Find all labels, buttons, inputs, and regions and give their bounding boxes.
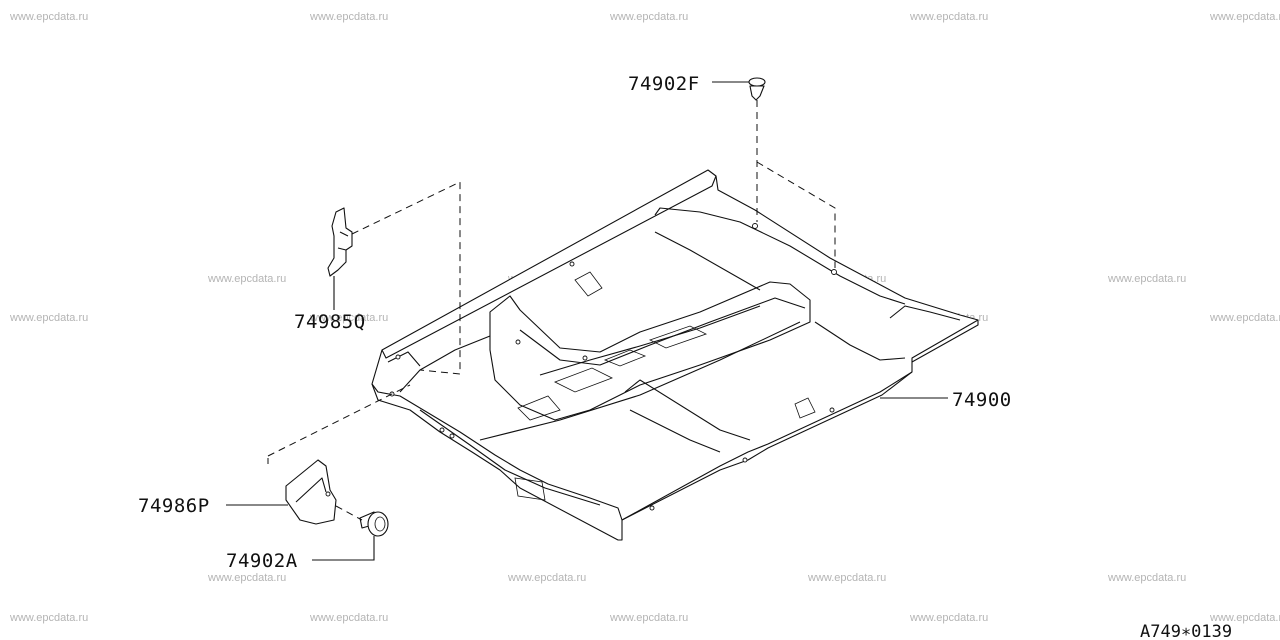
leader-74902A <box>312 536 375 561</box>
watermark: www.epcdata.ru <box>1209 312 1280 324</box>
carpet-tab-2 <box>794 397 816 419</box>
dash-74986P <box>267 384 411 464</box>
label-74985Q[interactable]: 74985Q <box>294 311 366 333</box>
carpet-hole <box>649 505 655 511</box>
clip-head <box>748 77 766 87</box>
carpet-hole <box>582 355 588 361</box>
bracket-body <box>327 207 353 277</box>
diagram-code: A749∗0139 <box>1140 622 1232 640</box>
clip-stem <box>749 85 765 101</box>
tunnel-pad-2 <box>603 349 647 367</box>
trim-body <box>285 459 337 525</box>
trim-74986P[interactable] <box>285 459 337 525</box>
leader-lines <box>226 81 948 561</box>
carpet-hole <box>569 261 575 267</box>
front-floor-side <box>629 409 721 453</box>
watermark: www.epcdata.ru <box>507 572 586 584</box>
trim-hole <box>325 491 331 497</box>
watermark: www.epcdata.ru <box>309 612 388 624</box>
watermark: www.epcdata.ru <box>309 11 388 23</box>
watermark: www.epcdata.ru <box>1107 572 1186 584</box>
label-74900[interactable]: 74900 <box>952 389 1012 411</box>
assembly-lines <box>267 100 836 521</box>
front-right-panel <box>889 305 961 321</box>
watermark: www.epcdata.ru <box>207 572 286 584</box>
dash-front-clip <box>756 161 836 268</box>
watermark: www.epcdata.ru <box>1107 273 1186 285</box>
watermark: www.epcdata.ru <box>1209 11 1280 23</box>
carpet-hole <box>831 269 837 275</box>
carpet-front-lip <box>621 371 913 521</box>
watermark: www.epcdata.ru <box>807 572 886 584</box>
watermark: www.epcdata.ru <box>609 612 688 624</box>
watermark: www.epcdata.ru <box>909 612 988 624</box>
watermark: www.epcdata.ru <box>909 11 988 23</box>
carpet-hole <box>395 354 401 360</box>
bracket-detail <box>337 231 349 251</box>
carpet-hole <box>439 427 445 433</box>
tunnel-pad-4 <box>517 395 561 421</box>
watermark: www.epcdata.ru <box>9 312 88 324</box>
rear-floor-divider <box>399 335 491 393</box>
clip-74902F[interactable] <box>748 77 766 101</box>
trim-fold <box>295 477 327 503</box>
carpet-hole <box>742 457 748 463</box>
dash-74902A <box>335 505 363 521</box>
carpet-back-edge-inner <box>387 351 421 367</box>
carpet-tab-3 <box>514 477 546 501</box>
screw-head-inner <box>374 516 386 532</box>
front-floor-front-crease <box>624 379 751 441</box>
clip-74902A[interactable] <box>359 511 389 537</box>
carpet-hole <box>752 223 758 229</box>
carpet-back-edge <box>381 175 717 359</box>
front-toeboard <box>654 231 761 291</box>
label-74986P[interactable]: 74986P <box>138 495 210 517</box>
floor-carpet[interactable] <box>371 169 979 541</box>
bracket-74985Q[interactable] <box>327 207 353 277</box>
watermark: www.epcdata.ru <box>9 612 88 624</box>
tunnel-pad-1 <box>554 367 613 393</box>
carpet-right-edge <box>911 320 979 363</box>
carpet-hole <box>449 433 455 439</box>
rear-footwell <box>419 409 601 506</box>
watermark: www.epcdata.ru <box>1209 612 1280 624</box>
carpet-hole <box>515 339 521 345</box>
watermark: www.epcdata.ru <box>609 11 688 23</box>
rear-floor-crease <box>479 321 801 441</box>
label-74902A[interactable]: 74902A <box>226 550 298 572</box>
carpet-tab-1 <box>574 271 603 297</box>
watermark: www.epcdata.ru <box>9 11 88 23</box>
label-74902F[interactable]: 74902F <box>628 73 700 95</box>
front-side-crease <box>814 321 906 361</box>
tunnel-top-ridge <box>519 297 806 366</box>
watermark: www.epcdata.ru <box>309 312 388 324</box>
tunnel-pad-3 <box>648 325 708 349</box>
carpet-hole <box>829 407 835 413</box>
watermark: www.epcdata.ru <box>207 273 286 285</box>
front-floor-upper <box>654 207 906 305</box>
tunnel-ridge-2 <box>539 305 761 376</box>
